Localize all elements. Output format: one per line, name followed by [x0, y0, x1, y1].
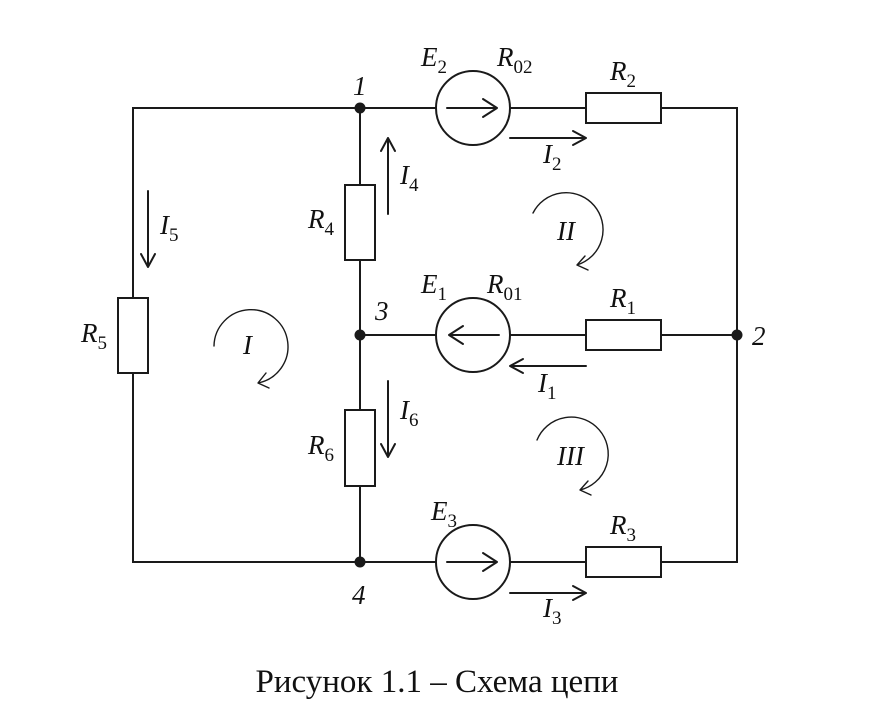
loop-arrow-ii: [532, 191, 604, 271]
resistor-r2: [585, 92, 662, 124]
label-e1: E1: [420, 269, 447, 305]
loop-arrow-i: [213, 309, 289, 389]
label-r6: R6: [307, 430, 334, 466]
label-i5: I5: [159, 210, 179, 246]
current-arrow-i3: [509, 585, 587, 601]
node-4-dot: [354, 556, 366, 568]
loop-arrow-iii: [536, 416, 609, 496]
node-2-dot: [731, 329, 743, 341]
source-e3: [435, 524, 511, 600]
label-i6: I6: [399, 395, 419, 431]
node-3-dot: [354, 329, 366, 341]
resistor-r4: [344, 184, 376, 261]
label-i2: I2: [542, 139, 562, 175]
loop-label-i: I: [242, 330, 254, 360]
label-r2: R2: [609, 56, 636, 92]
source-e2: [435, 70, 511, 146]
label-r4: R4: [307, 204, 335, 240]
wire-left-bottom: [132, 373, 360, 563]
resistor-r6: [344, 409, 376, 487]
loop-label-iii: III: [556, 441, 586, 471]
source-e1: [435, 297, 511, 373]
label-e2: E2: [420, 42, 447, 78]
label-r1: R1: [609, 283, 636, 319]
label-r02: R02: [496, 42, 533, 78]
resistor-r1: [585, 319, 662, 351]
label-i1: I1: [537, 368, 557, 404]
wire-top-left: [132, 107, 360, 298]
current-arrow-i5: [140, 190, 156, 268]
node-label-4: 4: [352, 580, 366, 610]
current-arrow-i6: [380, 380, 396, 458]
circuit-diagram: 1 3 4 2 E2 E1 E3 R02 R01 R2 R1 R3 R4 R6 …: [80, 42, 766, 629]
loop-label-ii: II: [556, 216, 577, 246]
node-1-dot: [354, 102, 366, 114]
current-arrow-i4: [380, 137, 396, 215]
label-r3: R3: [609, 510, 636, 546]
label-r5: R5: [80, 318, 107, 354]
label-i3: I3: [542, 593, 562, 629]
node-label-3: 3: [374, 296, 389, 326]
node-label-2: 2: [752, 321, 766, 351]
label-e3: E3: [430, 496, 457, 532]
current-arrow-i2: [509, 130, 587, 146]
resistor-r5: [117, 297, 149, 374]
figure-caption: Рисунок 1.1 – Схема цепи: [255, 664, 619, 700]
current-arrow-i1: [509, 358, 587, 374]
label-r01: R01: [486, 269, 523, 305]
label-i4: I4: [399, 160, 419, 196]
node-label-1: 1: [353, 71, 367, 101]
resistor-r3: [585, 546, 662, 578]
